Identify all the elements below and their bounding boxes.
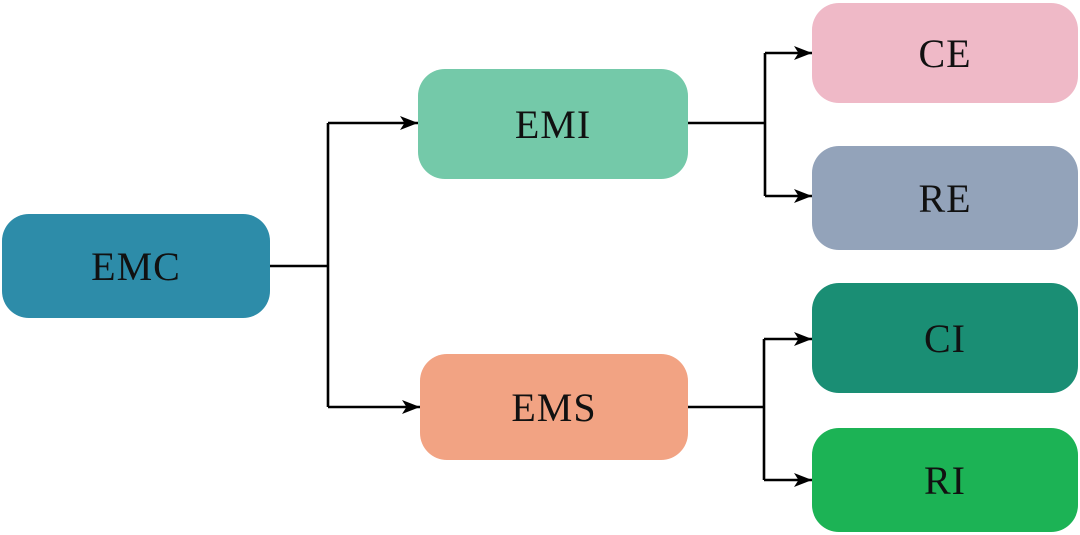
- node-ce: CE: [812, 3, 1078, 103]
- node-ri-label: RI: [924, 457, 966, 503]
- node-emi: EMI: [418, 69, 688, 179]
- node-emc-label: EMC: [91, 243, 181, 289]
- node-emc: EMC: [2, 214, 270, 318]
- node-re-label: RE: [918, 175, 972, 221]
- edge-emc-trunk: [270, 123, 330, 407]
- node-re: RE: [812, 146, 1078, 250]
- node-ci-label: CI: [924, 315, 966, 361]
- node-ci: CI: [812, 283, 1078, 393]
- node-ri: RI: [812, 428, 1078, 532]
- node-ce-label: CE: [918, 30, 972, 76]
- node-ems: EMS: [420, 354, 688, 460]
- node-emi-label: EMI: [514, 101, 592, 147]
- edge-ems-trunk: [688, 339, 766, 480]
- node-ems-label: EMS: [511, 384, 597, 430]
- edge-emi-trunk: [688, 53, 767, 196]
